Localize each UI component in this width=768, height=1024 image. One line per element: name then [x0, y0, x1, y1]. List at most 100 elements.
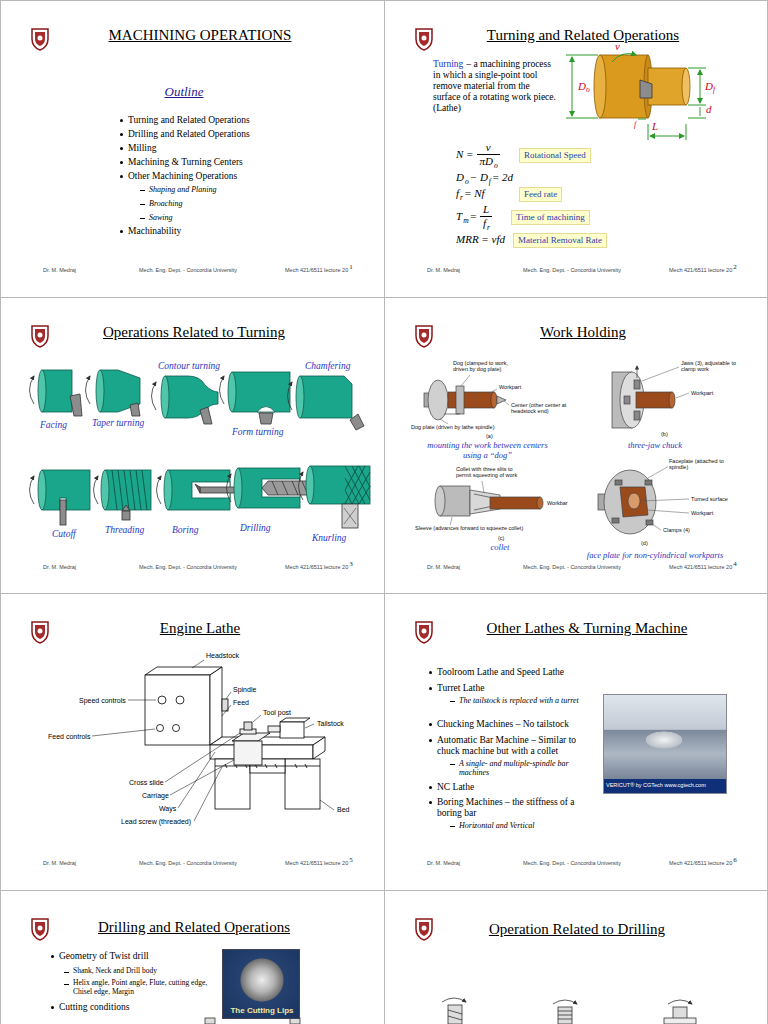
- work-holding-figures: [620, 487, 648, 517]
- operation-name: Facing: [40, 420, 67, 431]
- part-label: Headstock: [205, 652, 240, 660]
- figure-caption: mounting the work between centers using …: [425, 441, 550, 461]
- formula-subscript: r: [487, 223, 490, 232]
- drill-figures: [558, 1007, 572, 1024]
- turning-operations: [122, 505, 130, 511]
- engine-lathe: [92, 660, 334, 821]
- dimension-lines: [688, 118, 706, 119]
- drill-figures: [442, 998, 466, 1002]
- formula: N =vπDo: [455, 141, 502, 170]
- part-label: Clamps (4): [662, 527, 691, 533]
- formula-symbol: = Nf: [464, 187, 485, 199]
- part-label: Feed: [232, 699, 250, 707]
- image-caption: The Cutting Lips: [223, 1006, 301, 1015]
- work-holding-figures: [636, 392, 672, 408]
- engine-lathe: [210, 667, 222, 745]
- turning-operations: [164, 470, 172, 510]
- sub-bullet-text: Shank, Neck and Drill body: [73, 967, 213, 976]
- formula-symbol: =: [470, 210, 477, 222]
- turning-operations: [30, 476, 35, 504]
- footer-text: Mech 421/6511 lecture 20: [669, 860, 732, 866]
- bullet-text: Cutting conditions: [59, 1002, 219, 1013]
- turning-operations: [152, 382, 157, 410]
- formula-symbol: L: [483, 203, 489, 215]
- university-crest: [416, 29, 432, 50]
- part-label: (d): [640, 540, 649, 546]
- sub-bullet-dash: [64, 972, 69, 973]
- numerator: v: [477, 141, 500, 155]
- engine-lathe: [157, 725, 164, 732]
- operation-name: Threading: [105, 525, 144, 536]
- slide-title: Engine Lathe: [21, 620, 379, 637]
- dimension-lines: [700, 107, 701, 116]
- formula-tag: Material Removal Rate: [513, 233, 607, 248]
- turning-operations: [310, 466, 370, 504]
- engine-lathe: [285, 759, 320, 809]
- footer-text: Mech. Eng. Dept. - Concordia University: [139, 860, 237, 866]
- turning-operations: [234, 468, 242, 508]
- operation-name: Cutoff: [52, 529, 76, 540]
- dimension-label: D: [578, 80, 586, 93]
- part-label: Tailstock: [316, 720, 345, 728]
- drill-figures: [558, 1011, 572, 1019]
- dimension-lines: [688, 68, 706, 69]
- slide-title: Drilling and Related Operations: [15, 919, 373, 936]
- footer-text: Dr. M. Medraj: [43, 564, 76, 570]
- formula-symbol: D: [456, 171, 464, 183]
- bullet-text: Boring Machines – the stiffness of a bor…: [437, 797, 597, 819]
- dimension-lines: [566, 54, 706, 140]
- sub-bullet-dash: [450, 701, 455, 702]
- formula-tag: Rotational Speed: [519, 148, 591, 163]
- formula-tag: Feed rate: [519, 187, 562, 202]
- turning-operations: [94, 476, 99, 504]
- formula-symbol: T: [456, 210, 462, 222]
- turning-operations: [38, 370, 46, 412]
- part-label: Faceplate (attached to spindle): [668, 458, 728, 471]
- footer-text: Dr. M. Medraj: [427, 267, 460, 273]
- turning-operations: [296, 376, 304, 418]
- work-holding-figures: [645, 480, 652, 485]
- engine-lathe: [210, 737, 325, 745]
- formula-symbol: MRR = vfd: [456, 233, 505, 245]
- page-number: 3: [349, 560, 353, 568]
- bullet-text: Turning and Related Operations: [128, 115, 250, 126]
- bullet-dot: [120, 161, 123, 164]
- part-label: Cross slide: [128, 779, 165, 787]
- dimension-subscript: f: [713, 86, 715, 95]
- university-crest: [32, 919, 48, 940]
- fraction: Lfr: [480, 203, 492, 232]
- footer-text: Mech. Eng. Dept. - Concordia University: [523, 860, 621, 866]
- turning-operations: [161, 376, 169, 418]
- work-holding-figures: [491, 392, 497, 408]
- turning-workpiece: [594, 55, 690, 118]
- drill-figures: [448, 1010, 462, 1020]
- bullet-text: Chucking Machines – No tailstock: [437, 719, 597, 730]
- formula-subscript: r: [460, 193, 463, 202]
- footer-text: Mech. Eng. Dept. - Concordia University: [139, 267, 237, 273]
- turning-operations: [30, 370, 371, 528]
- part-label: Speed controls: [78, 697, 127, 705]
- formula-subscript: f: [489, 177, 491, 186]
- sub-bullet-text: Shaping and Planing: [149, 185, 217, 194]
- image-credit: VERICUT® by CGTech www.cgtech.com: [606, 782, 726, 788]
- lecture-slide: Turning and Related OperationsTurning– a…: [384, 0, 768, 298]
- part-label: Center (other center at headstock end): [510, 402, 572, 415]
- slide-title: Work Holding: [399, 324, 767, 341]
- engine-lathe: [313, 737, 325, 759]
- figure-caption: three-jaw chuck: [600, 441, 710, 451]
- turning-operations: [257, 407, 275, 413]
- formula: fr= Nf: [455, 187, 486, 203]
- bullet-dot: [429, 801, 432, 804]
- operation-name: Chamfering: [305, 361, 350, 372]
- footer-text: Dr. M. Medraj: [43, 267, 76, 273]
- operation-name: Contour turning: [158, 361, 220, 372]
- turning-operations: [220, 376, 225, 404]
- turning-operations: [86, 376, 91, 404]
- slide-title: Other Lathes & Turning Machine: [409, 620, 765, 637]
- sub-bullet-text: Horizontal and Vertical: [459, 821, 589, 830]
- part-label: Dog plate (driven by lathe spindle): [410, 424, 495, 430]
- work-holding-figures: [637, 366, 638, 378]
- formula-label: Feed rate: [524, 189, 557, 200]
- slide-title: Operation Related to Drilling: [399, 921, 755, 938]
- footer-text: Dr. M. Medraj: [427, 564, 460, 570]
